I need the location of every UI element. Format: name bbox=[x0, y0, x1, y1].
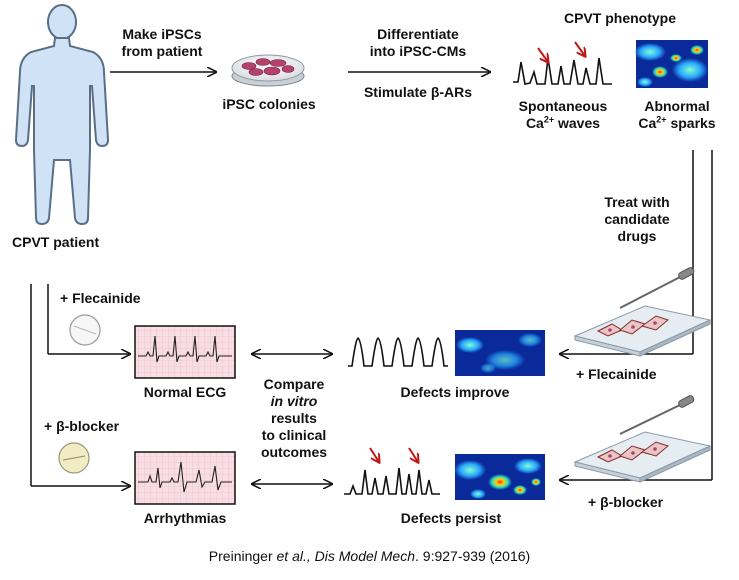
ca-waves-suffix: waves bbox=[554, 115, 601, 131]
label-differentiate: Differentiate into iPSC-CMs bbox=[348, 26, 488, 60]
label-flecainide-patient: + Flecainide bbox=[60, 290, 141, 306]
red-arrow-top-2 bbox=[574, 41, 585, 56]
label-treat-line1: Treat with bbox=[604, 194, 670, 210]
label-spontaneous-line1: Spontaneous bbox=[518, 98, 608, 114]
flecainide-pill-icon bbox=[69, 314, 101, 346]
label-normal-ecg: Normal ECG bbox=[143, 384, 227, 400]
label-abnormal-sparks: Abnormal Ca2+ sparks bbox=[632, 98, 722, 132]
label-differentiate-line1: Differentiate bbox=[377, 26, 459, 42]
citation-rest: . 9:927-939 (2016) bbox=[415, 548, 531, 564]
label-defects-improve: Defects improve bbox=[400, 384, 510, 400]
spontaneous-ca-waves-trace bbox=[513, 57, 612, 85]
red-arrow-persist-2 bbox=[408, 447, 418, 462]
ca-sparks-heatmap bbox=[634, 40, 708, 88]
label-treat-line2: candidate bbox=[604, 211, 670, 227]
label-flecainide-cells: + Flecainide bbox=[576, 366, 657, 382]
label-treat-line3: drugs bbox=[617, 228, 657, 244]
label-treat-with-drugs: Treat with candidate drugs bbox=[592, 194, 682, 245]
label-beta-blocker-patient: + β-blocker bbox=[44, 418, 120, 434]
improved-sparks-heatmap bbox=[455, 330, 545, 376]
label-make-ipscs-line2: from patient bbox=[121, 43, 203, 59]
label-spontaneous-waves: Spontaneous Ca2+ waves bbox=[508, 98, 618, 132]
label-compare-line1: Compare bbox=[263, 376, 325, 392]
label-compare-line2: in vitro bbox=[270, 393, 318, 409]
label-compare-line3: results bbox=[271, 410, 317, 426]
label-ipsc-colonies: iPSC colonies bbox=[222, 96, 316, 112]
label-abnormal-line1: Abnormal bbox=[644, 98, 710, 114]
ca-sparks-prefix: Ca bbox=[638, 115, 657, 131]
improved-ca-trace bbox=[348, 337, 448, 367]
label-ca-waves-line2: Ca2+ waves bbox=[508, 115, 618, 132]
red-arrow-persist-1 bbox=[369, 447, 379, 462]
label-compare-line4: to clinical bbox=[261, 427, 327, 443]
citation-author: Preininger bbox=[208, 548, 277, 564]
label-defects-persist: Defects persist bbox=[400, 510, 502, 526]
citation: Preininger et al., Dis Model Mech. 9:927… bbox=[0, 548, 739, 564]
label-differentiate-line2: into iPSC-CMs bbox=[369, 43, 467, 59]
beta-blocker-pill-icon bbox=[58, 442, 90, 474]
label-cpvt-patient: CPVT patient bbox=[12, 234, 100, 250]
persistent-defect-ca-trace bbox=[344, 467, 440, 495]
citation-etal: et al., Dis Model Mech bbox=[276, 548, 416, 564]
label-stimulate: Stimulate β-ARs bbox=[363, 84, 473, 100]
label-make-ipscs-line1: Make iPSCs bbox=[122, 26, 202, 42]
ca-waves-sup: 2+ bbox=[543, 114, 555, 125]
persistent-sparks-heatmap bbox=[454, 454, 545, 500]
label-compare: Compare in vitro results to clinical out… bbox=[252, 376, 336, 461]
flecainide-treated-cells-slide bbox=[573, 267, 712, 357]
red-arrow-top-1 bbox=[537, 47, 548, 62]
blocker-treated-cells-slide bbox=[573, 395, 712, 483]
normal-ecg-strip bbox=[134, 325, 236, 379]
label-arrhythmias: Arrhythmias bbox=[143, 510, 227, 526]
ca-waves-prefix: Ca bbox=[525, 115, 544, 131]
ca-sparks-sup: 2+ bbox=[656, 114, 667, 125]
label-make-ipscs: Make iPSCs from patient bbox=[110, 26, 214, 60]
ipsc-dish-icon bbox=[231, 54, 305, 87]
arrhythmia-ecg-strip bbox=[134, 451, 236, 505]
label-beta-blocker-cells: + β-blocker bbox=[588, 494, 664, 510]
ca-sparks-suffix: sparks bbox=[666, 115, 716, 131]
label-ca-sparks-line2: Ca2+ sparks bbox=[632, 115, 722, 132]
label-compare-line5: outcomes bbox=[260, 444, 328, 460]
label-cpvt-phenotype: CPVT phenotype bbox=[563, 10, 676, 26]
patient-figure-icon bbox=[14, 4, 110, 226]
